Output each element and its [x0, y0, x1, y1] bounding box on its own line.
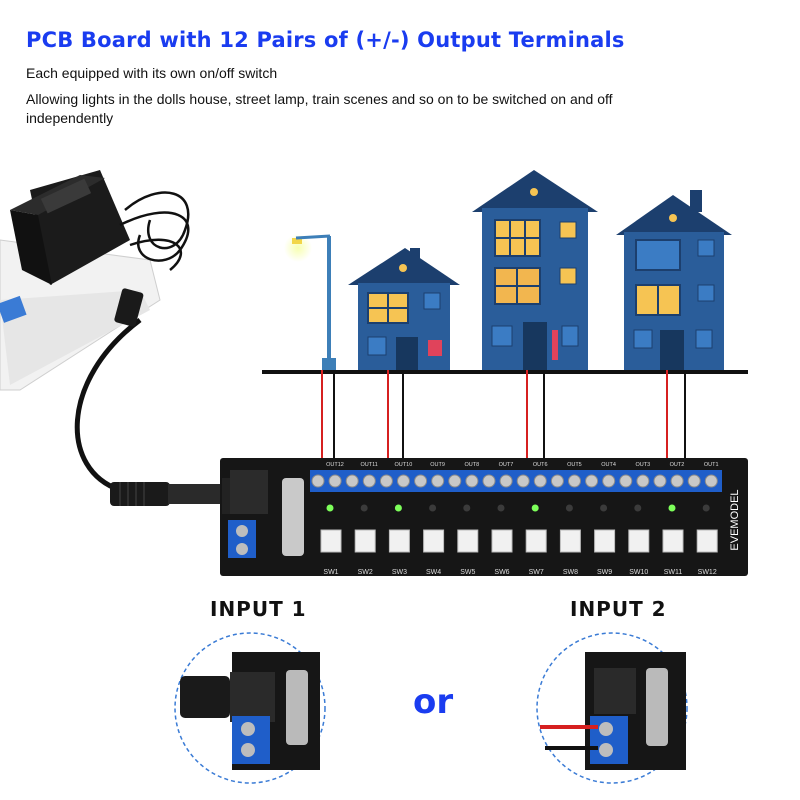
- house-1: [348, 248, 460, 370]
- toggle-switch: [559, 529, 581, 553]
- house-3: [616, 190, 732, 370]
- status-led: [394, 504, 402, 512]
- terminal-screw: [653, 474, 667, 488]
- switch-label: SW10: [629, 569, 648, 576]
- or-label: or: [413, 682, 454, 722]
- terminal-screw: [687, 474, 701, 488]
- terminal-screw: [379, 474, 393, 488]
- inset-input-1: [174, 632, 326, 784]
- terminal-screw: [397, 474, 410, 488]
- switch-label: SW4: [426, 569, 441, 576]
- terminal-screw: [328, 474, 342, 488]
- toggle-switch: [457, 529, 479, 553]
- toggle-switch: [491, 529, 513, 553]
- terminal-screw: [550, 474, 564, 488]
- terminal-screw: [311, 474, 325, 488]
- output-label: OUT8: [464, 462, 479, 468]
- subtitle-line-2: Allowing lights in the dolls house, stre…: [26, 91, 613, 126]
- terminal-screw: [362, 474, 376, 488]
- inset-input-2: [536, 632, 688, 784]
- switch-label: SW3: [392, 569, 407, 576]
- switch-label: SW7: [529, 569, 544, 576]
- toggle-switch: [525, 529, 547, 553]
- switch-label: SW6: [494, 569, 509, 576]
- output-label: OUT6: [533, 462, 548, 468]
- status-led: [497, 504, 505, 512]
- terminal-screw: [448, 474, 462, 488]
- power-adapter: [10, 170, 130, 285]
- page-title: PCB Board with 12 Pairs of (+/-) Output …: [26, 28, 625, 52]
- terminal-screw: [482, 474, 496, 488]
- switch-label: SW1: [323, 569, 338, 576]
- terminal-screw: [568, 474, 581, 488]
- switch-label: SW8: [563, 569, 578, 576]
- toggle-switch: [388, 529, 410, 553]
- switch-label: SW12: [698, 569, 717, 576]
- input-2-label: INPUT 2: [570, 597, 667, 621]
- status-led: [531, 504, 539, 512]
- status-led: [360, 504, 368, 512]
- output-label: OUT12: [326, 462, 344, 468]
- status-led: [668, 504, 676, 512]
- output-label: OUT3: [635, 462, 650, 468]
- terminal-screw: [516, 474, 530, 488]
- output-label: OUT10: [395, 462, 413, 468]
- status-led: [565, 504, 573, 512]
- switch-label: SW2: [358, 569, 373, 576]
- toggle-switch: [662, 529, 684, 553]
- terminal-screw: [602, 474, 616, 488]
- terminal-screw: [465, 474, 479, 488]
- status-led: [429, 504, 437, 512]
- street-lamp: [284, 234, 336, 370]
- subtitle-line-1: Each equipped with its own on/off switch: [26, 65, 278, 81]
- output-label: OUT1: [704, 462, 719, 468]
- terminal-screw: [585, 474, 599, 488]
- output-label: OUT4: [601, 462, 616, 468]
- output-label: OUT2: [670, 462, 685, 468]
- input-1-label: INPUT 1: [210, 597, 307, 621]
- terminal-screw: [345, 474, 359, 488]
- status-led: [600, 504, 608, 512]
- house-2: [472, 170, 598, 370]
- dc-cable: [74, 318, 142, 493]
- terminal-screw: [533, 474, 547, 488]
- terminal-screw: [619, 474, 633, 488]
- board-brand: EVEMODEL: [729, 489, 741, 550]
- status-led: [326, 504, 334, 512]
- terminal-screw: [431, 474, 445, 488]
- toggle-switch: [696, 529, 718, 553]
- toggle-switch: [423, 529, 445, 553]
- switch-label: SW9: [597, 569, 612, 576]
- toggle-switch: [594, 529, 616, 553]
- terminal-screw: [414, 474, 428, 488]
- cable-coil: [119, 191, 190, 271]
- terminal-screw: [636, 474, 650, 488]
- switch-label: SW5: [460, 569, 475, 576]
- output-label: OUT11: [361, 462, 378, 468]
- output-label: OUT9: [430, 462, 445, 468]
- status-led: [702, 504, 710, 512]
- wires: [321, 370, 686, 465]
- status-led: [634, 504, 642, 512]
- switch-label: SW11: [664, 569, 683, 576]
- toggle-switch: [354, 529, 376, 553]
- toggle-switch: [320, 529, 342, 553]
- terminal-screw: [499, 474, 513, 488]
- status-led: [463, 504, 471, 512]
- output-label: OUT5: [567, 462, 582, 468]
- dc-plug: [110, 482, 220, 506]
- ground-line: [262, 370, 748, 374]
- output-label: OUT7: [499, 462, 514, 468]
- terminal-screw: [670, 474, 684, 488]
- terminal-screw: [704, 474, 718, 488]
- toggle-switch: [628, 529, 650, 553]
- pcb-board: [220, 458, 748, 576]
